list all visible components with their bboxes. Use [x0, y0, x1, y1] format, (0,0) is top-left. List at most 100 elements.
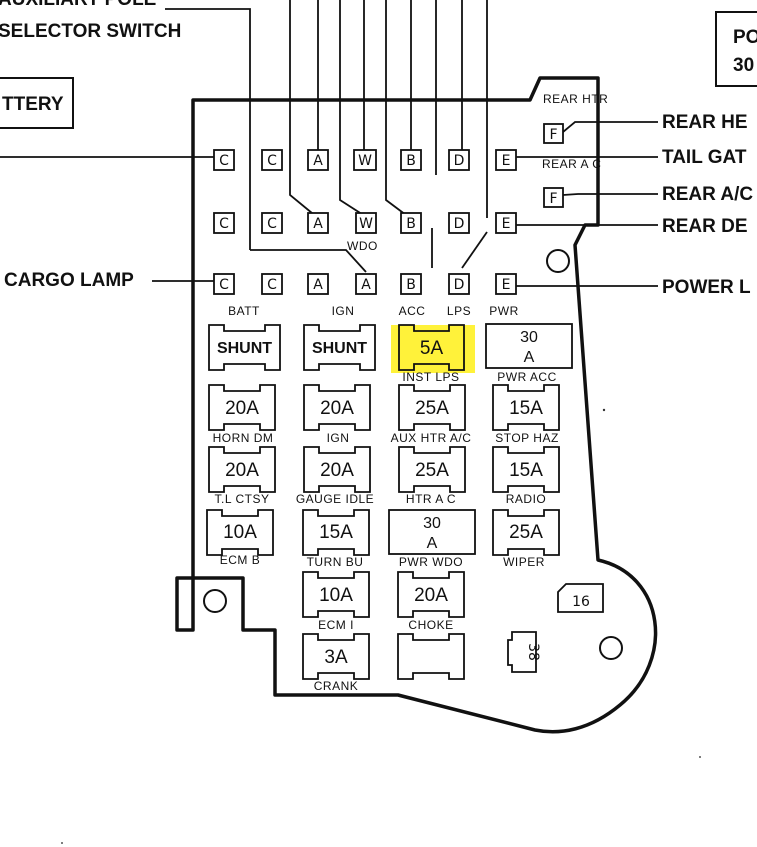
svg-text:20A: 20A: [414, 585, 448, 606]
connector-row-2: C C A W B D E: [213, 212, 517, 234]
svg-text:30: 30: [520, 329, 538, 346]
mount-hole-right-bottom: [599, 636, 623, 660]
power-lock-label: POWER L: [662, 277, 751, 298]
aux-pole-leader: [165, 8, 251, 250]
fuse-20a-tl-ctsy: 20A: [208, 446, 276, 493]
svg-text:25A: 25A: [415, 398, 449, 419]
fuse-shunt-ign: SHUNT: [303, 324, 376, 371]
svg-text:PWR WDO: PWR WDO: [399, 555, 463, 569]
svg-text:ECM B: ECM B: [220, 553, 261, 567]
connector-row-3: C C A A B D E: [213, 273, 517, 295]
mount-hole-left: [203, 589, 227, 613]
speck-2: [699, 756, 701, 758]
rear-ac-code: F: [549, 191, 557, 207]
rear-ac-conn-label: REAR A C: [542, 157, 601, 171]
svg-text:SHUNT: SHUNT: [217, 340, 272, 357]
svg-text:RADIO: RADIO: [506, 492, 547, 506]
aux-pole-label: AUXILIARY POLE: [0, 0, 156, 10]
svg-text:A: A: [313, 153, 323, 169]
speck-3: [61, 842, 63, 844]
svg-text:D: D: [454, 153, 465, 169]
svg-text:C: C: [219, 153, 229, 169]
svg-text:AUX HTR A/C: AUX HTR A/C: [391, 431, 472, 445]
svg-text:CHOKE: CHOKE: [408, 618, 453, 632]
svg-text:HTR A C: HTR A C: [406, 492, 456, 506]
rear-ac-label: REAR A/C: [662, 184, 753, 205]
svg-text:38: 38: [525, 643, 541, 661]
svg-text:IGN: IGN: [332, 304, 355, 318]
svg-text:A: A: [313, 277, 323, 293]
fuse-25a-wiper: 25A: [492, 509, 560, 556]
battery-box: [0, 77, 74, 129]
svg-text:20A: 20A: [320, 398, 354, 419]
svg-text:BATT: BATT: [228, 304, 260, 318]
connector-row-1: C C A W B D E: [213, 149, 517, 171]
svg-text:IGN: IGN: [327, 431, 350, 445]
svg-text:B: B: [406, 153, 416, 169]
cargo-lamp-label: CARGO LAMP: [4, 270, 134, 291]
rear-defog-label: REAR DE: [662, 216, 748, 237]
svg-text:3A: 3A: [324, 647, 348, 668]
svg-text:15A: 15A: [319, 522, 353, 543]
svg-text:A: A: [313, 216, 323, 232]
tail-gate-label: TAIL GAT: [662, 147, 747, 168]
top-right-label-2: 30: [733, 55, 754, 76]
fuse-30a-pwr-acc: 30 A: [485, 323, 573, 369]
fuse-empty-slot: [397, 633, 465, 680]
svg-text:W: W: [359, 216, 373, 232]
highlight-inst-lps: [391, 325, 475, 373]
svg-text:D: D: [454, 277, 465, 293]
mount-hole-right-top: [546, 249, 570, 273]
svg-text:E: E: [502, 216, 511, 232]
right-leaders: [516, 121, 658, 287]
connector-16: 16: [557, 583, 604, 613]
svg-text:C: C: [219, 277, 229, 293]
svg-text:25A: 25A: [509, 522, 543, 543]
rear-htr-label: REAR HTR: [543, 92, 608, 106]
rear-ac-connector: [543, 187, 564, 208]
svg-text:C: C: [267, 216, 277, 232]
label-pwr-acc: PWR ACC: [497, 370, 557, 384]
rear-htr-code: F: [549, 127, 557, 143]
connector-38: 38: [507, 631, 541, 673]
selector-switch-label: SELECTOR SWITCH: [0, 21, 181, 42]
svg-text:T.L CTSY: T.L CTSY: [215, 492, 270, 506]
svg-text:STOP HAZ: STOP HAZ: [495, 431, 559, 445]
svg-text:15A: 15A: [509, 460, 543, 481]
top-right-label-1: PO: [733, 27, 757, 48]
svg-text:C: C: [267, 277, 277, 293]
svg-text:15A: 15A: [509, 398, 543, 419]
svg-text:GAUGE IDLE: GAUGE IDLE: [296, 492, 374, 506]
battery-label: TTERY: [2, 94, 64, 115]
svg-text:D: D: [454, 216, 465, 232]
circuit-labels: BATT IGN ACC LPS PWR: [228, 304, 518, 318]
svg-text:HORN DM: HORN DM: [213, 431, 274, 445]
svg-text:LPS: LPS: [447, 304, 471, 318]
row-2-labels: HORN DM IGN AUX HTR A/C STOP HAZ: [213, 431, 559, 445]
fuse-20a-horn: 20A: [208, 384, 276, 431]
svg-text:ECM I: ECM I: [318, 618, 354, 632]
feed-wires: [250, 0, 488, 273]
label-inst-lps: INST LPS: [402, 370, 459, 384]
svg-text:B: B: [406, 216, 416, 232]
fuse-10a-ecm-i: 10A: [302, 571, 370, 618]
svg-text:20A: 20A: [225, 398, 259, 419]
svg-text:10A: 10A: [223, 522, 257, 543]
svg-text:10A: 10A: [319, 585, 353, 606]
label-crank: CRANK: [314, 679, 359, 693]
fuse-15a-turn-bu: 15A: [302, 509, 370, 556]
svg-text:A: A: [427, 535, 438, 552]
wdo-label: WDO: [347, 239, 378, 253]
svg-text:30: 30: [423, 515, 441, 532]
rear-heater-label: REAR HE: [662, 112, 748, 133]
svg-text:20A: 20A: [225, 460, 259, 481]
fuse-5a-inst-lps: 5A: [398, 324, 465, 371]
row-4-labels: ECM B TURN BU PWR WDO WIPER: [220, 553, 545, 569]
svg-text:E: E: [502, 153, 511, 169]
fuse-15a-radio: 15A: [492, 446, 560, 493]
row-3-labels: T.L CTSY GAUGE IDLE HTR A C RADIO: [215, 492, 547, 506]
rear-htr-connector: [543, 123, 564, 144]
fuse-shunt-batt: SHUNT: [208, 324, 281, 371]
fuse-30a-pwr-wdo: 30 A: [388, 509, 476, 555]
fuse-3a-crank: 3A: [302, 633, 370, 680]
